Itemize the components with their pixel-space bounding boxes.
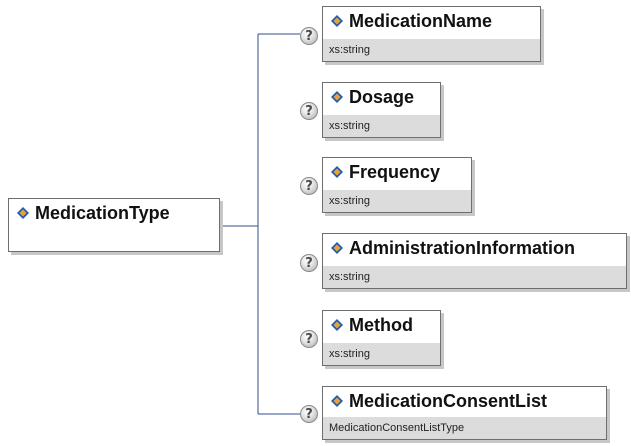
element-type: MedicationConsentListType <box>323 417 606 439</box>
element-icon <box>331 395 343 407</box>
element-type: xs:string <box>323 266 626 288</box>
help-icon[interactable]: ? <box>300 405 318 423</box>
child-element-frequency[interactable]: Frequency xs:string <box>322 157 472 213</box>
root-element-medicationtype[interactable]: MedicationType <box>8 198 220 252</box>
element-name: MedicationConsentList <box>349 390 548 411</box>
child-element-administrationinformation[interactable]: AdministrationInformation xs:string <box>322 233 627 289</box>
element-icon <box>331 91 343 103</box>
element-name: Method <box>349 314 413 335</box>
help-icon[interactable]: ? <box>300 254 318 272</box>
child-element-medicationname[interactable]: MedicationName xs:string <box>322 6 541 62</box>
element-icon <box>331 15 343 27</box>
child-element-method[interactable]: Method xs:string <box>322 310 441 366</box>
help-icon[interactable]: ? <box>300 177 318 195</box>
help-icon[interactable]: ? <box>300 102 318 120</box>
help-icon[interactable]: ? <box>300 330 318 348</box>
element-icon <box>331 166 343 178</box>
element-name: Dosage <box>349 86 415 107</box>
element-type: xs:string <box>323 190 471 212</box>
element-icon <box>17 207 29 219</box>
element-type: xs:string <box>323 39 540 61</box>
element-icon <box>331 242 343 254</box>
element-type: xs:string <box>323 115 440 137</box>
element-icon <box>331 319 343 331</box>
child-element-medicationconsentlist[interactable]: MedicationConsentList MedicationConsentL… <box>322 386 607 440</box>
element-type: xs:string <box>323 343 440 365</box>
element-name: AdministrationInformation <box>349 237 575 258</box>
child-element-dosage[interactable]: Dosage xs:string <box>322 82 441 138</box>
element-name: Frequency <box>349 161 441 182</box>
element-name: MedicationName <box>349 10 493 31</box>
help-icon[interactable]: ? <box>300 27 318 45</box>
root-element-name: MedicationType <box>35 202 170 223</box>
